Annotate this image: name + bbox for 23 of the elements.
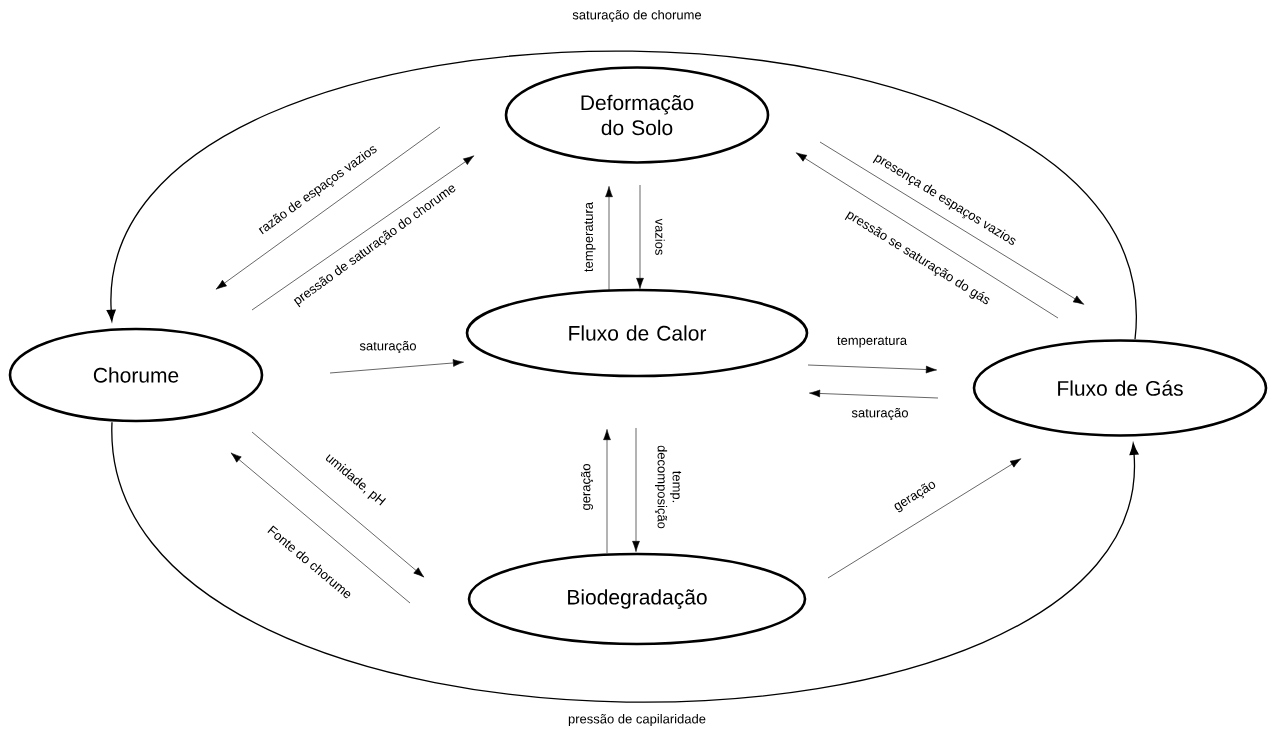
arrow xyxy=(215,126,441,290)
arrow xyxy=(329,359,464,374)
edge-label: temperatura xyxy=(837,336,908,348)
edge-label: saturação xyxy=(359,340,416,354)
arrow xyxy=(819,141,1085,305)
arrow xyxy=(827,458,1022,579)
arrow xyxy=(809,389,939,399)
arrow xyxy=(251,431,425,578)
arrow xyxy=(807,364,937,374)
edge-label: vazios xyxy=(655,218,665,255)
edge-label: saturação de chorume xyxy=(572,9,702,23)
arrow xyxy=(230,452,411,604)
arrow xyxy=(603,429,611,554)
arrow xyxy=(632,427,640,552)
edge-label: geração xyxy=(580,464,594,510)
arrow xyxy=(251,155,475,311)
edge-label: temperatura xyxy=(584,201,596,272)
edge-label: saturação xyxy=(851,407,908,421)
edge-label: pressão de capilaridade xyxy=(568,713,706,727)
arrow xyxy=(605,186,613,291)
edge-label: temp. decomposição xyxy=(654,445,682,529)
arrow xyxy=(636,184,644,289)
arrow xyxy=(795,152,1059,319)
